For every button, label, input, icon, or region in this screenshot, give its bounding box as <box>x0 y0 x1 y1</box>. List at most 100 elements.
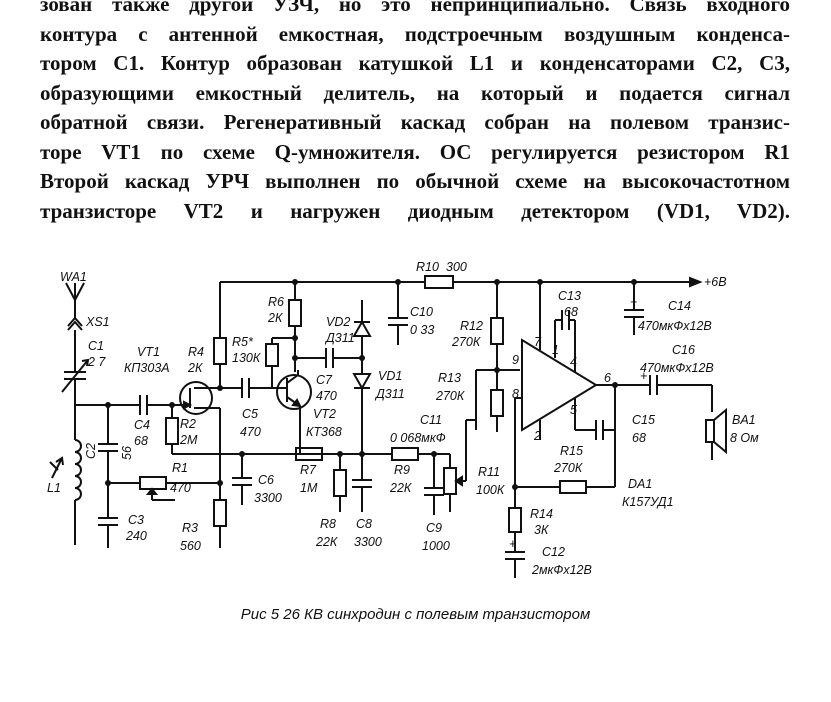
r11-label: R11 <box>478 465 500 479</box>
r15-value: 270К <box>553 461 583 475</box>
c3-label: C3 <box>128 513 144 527</box>
pin1-label: 1 <box>552 343 559 357</box>
r4-label: R4 <box>188 345 204 359</box>
capacitor-c7 <box>295 348 362 368</box>
resistor-r11 <box>443 420 467 512</box>
l1-label: L1 <box>47 481 61 495</box>
r14-label: R14 <box>530 507 553 521</box>
c8-label: C8 <box>356 517 372 531</box>
resistor-r7 <box>295 447 323 461</box>
paragraph-line: обратной связи. Регенеративный каскад со… <box>40 110 790 134</box>
speaker-ba1 <box>705 407 727 460</box>
c2-label: C2 <box>84 443 98 459</box>
paragraph-line: Второй каскад УРЧ выполнен по обычной сх… <box>40 169 790 193</box>
c14-value: 470мкФх12В <box>638 319 712 333</box>
junction-dot <box>337 451 343 457</box>
c9-label: C9 <box>426 521 442 535</box>
c5-value: 470 <box>240 425 261 439</box>
r6-label: R6 <box>268 295 284 309</box>
r15-label: R15 <box>560 444 583 458</box>
c14-label: C14 <box>668 299 691 313</box>
r13-label: R13 <box>438 371 461 385</box>
junction-dot <box>431 451 437 457</box>
r1-value: 470 <box>170 481 191 495</box>
vd1-label: VD1 <box>378 369 402 383</box>
c4-value: 68 <box>134 434 148 448</box>
capacitor-c5 <box>220 378 278 398</box>
c1-label: C1 <box>88 339 104 353</box>
junction-dot <box>631 279 637 285</box>
pin6-label: 6 <box>604 371 611 385</box>
resistor-r8 <box>333 454 347 512</box>
c7-value: 470 <box>316 389 337 403</box>
pin8-label: 8 <box>512 387 519 401</box>
r8-label: R8 <box>320 517 336 531</box>
c5-label: C5 <box>242 407 258 421</box>
junction-dot <box>359 451 365 457</box>
pin5-label: 5 <box>570 403 577 417</box>
resistor-r15 <box>515 480 615 494</box>
r2-label: R2 <box>180 417 196 431</box>
c8-value: 3300 <box>354 535 382 549</box>
pin7-label: 7 <box>534 335 542 349</box>
paragraph-line: контура с антенной емкостная, подстроечн… <box>40 21 790 46</box>
vt2-type: КТ368 <box>306 425 342 439</box>
resistor-r12 <box>490 282 504 370</box>
c13-value: 68 <box>564 305 578 319</box>
c10-value: 0 33 <box>410 323 434 337</box>
inductor-l1 <box>49 405 82 545</box>
junction-dot <box>494 279 500 285</box>
r8-value: 22К <box>315 535 338 549</box>
junction-dot <box>105 480 111 486</box>
r13-value: 270К <box>435 389 465 403</box>
capacitor-c14 <box>624 282 644 335</box>
r5-label: R5* <box>232 335 254 349</box>
resistor-r9 <box>391 447 450 461</box>
capacitor-c13 <box>555 310 575 330</box>
r5-value: 130К <box>232 351 261 365</box>
paragraph-line: зован также другой УЗЧ, но это непринцип… <box>40 0 790 16</box>
c6-value: 3300 <box>254 491 282 505</box>
r10-value: 300 <box>446 260 467 274</box>
c10-label: C10 <box>410 305 433 319</box>
r2-value: 2М <box>179 433 198 447</box>
pin4-label: 4 <box>570 355 577 369</box>
r6-value: 2К <box>267 311 283 325</box>
pin2-label: 2 <box>533 429 541 443</box>
c11-value: 0 068мкФ <box>390 431 446 445</box>
plus6v-label: +6В <box>704 275 727 289</box>
r7-value: 1М <box>300 481 318 495</box>
c6-label: C6 <box>258 473 274 487</box>
pin9-label: 9 <box>512 353 519 367</box>
resistor-r5 <box>265 337 295 388</box>
capacitor-c9 <box>424 454 444 515</box>
junction-dot <box>292 355 298 361</box>
junction-dot <box>537 279 543 285</box>
r1-label: R1 <box>172 461 188 475</box>
junction-dot <box>239 451 245 457</box>
r4-value: 2К <box>187 361 203 375</box>
c12-label: C12 <box>542 545 565 559</box>
r9-label: R9 <box>394 463 410 477</box>
vt1-label: VT1 <box>137 345 160 359</box>
r7-label: R7 <box>300 463 317 477</box>
c16-plus: + <box>640 369 647 383</box>
c12-plus: + <box>509 537 516 551</box>
resistor-r3 <box>213 408 227 548</box>
resistor-r14 <box>508 507 522 552</box>
r12-label: R12 <box>460 319 483 333</box>
xs1-label: XS1 <box>85 315 110 329</box>
wa1-label: WA1 <box>60 270 87 284</box>
capacitor-c2 <box>98 405 118 518</box>
c4-label: C4 <box>134 418 150 432</box>
paragraph-line: тором C1. Контур образован катушкой L1 и… <box>40 51 790 75</box>
opamp-da1 <box>514 282 650 508</box>
c1-value: 2 7 <box>87 355 106 369</box>
diode-vd1 <box>352 358 372 454</box>
da1-type: К157УД1 <box>622 495 674 509</box>
da1-label: DA1 <box>628 477 652 491</box>
capacitor-c3 <box>98 517 118 548</box>
junction-dot <box>217 480 223 486</box>
junction-dot <box>292 279 298 285</box>
resistor-r4 <box>213 282 227 388</box>
